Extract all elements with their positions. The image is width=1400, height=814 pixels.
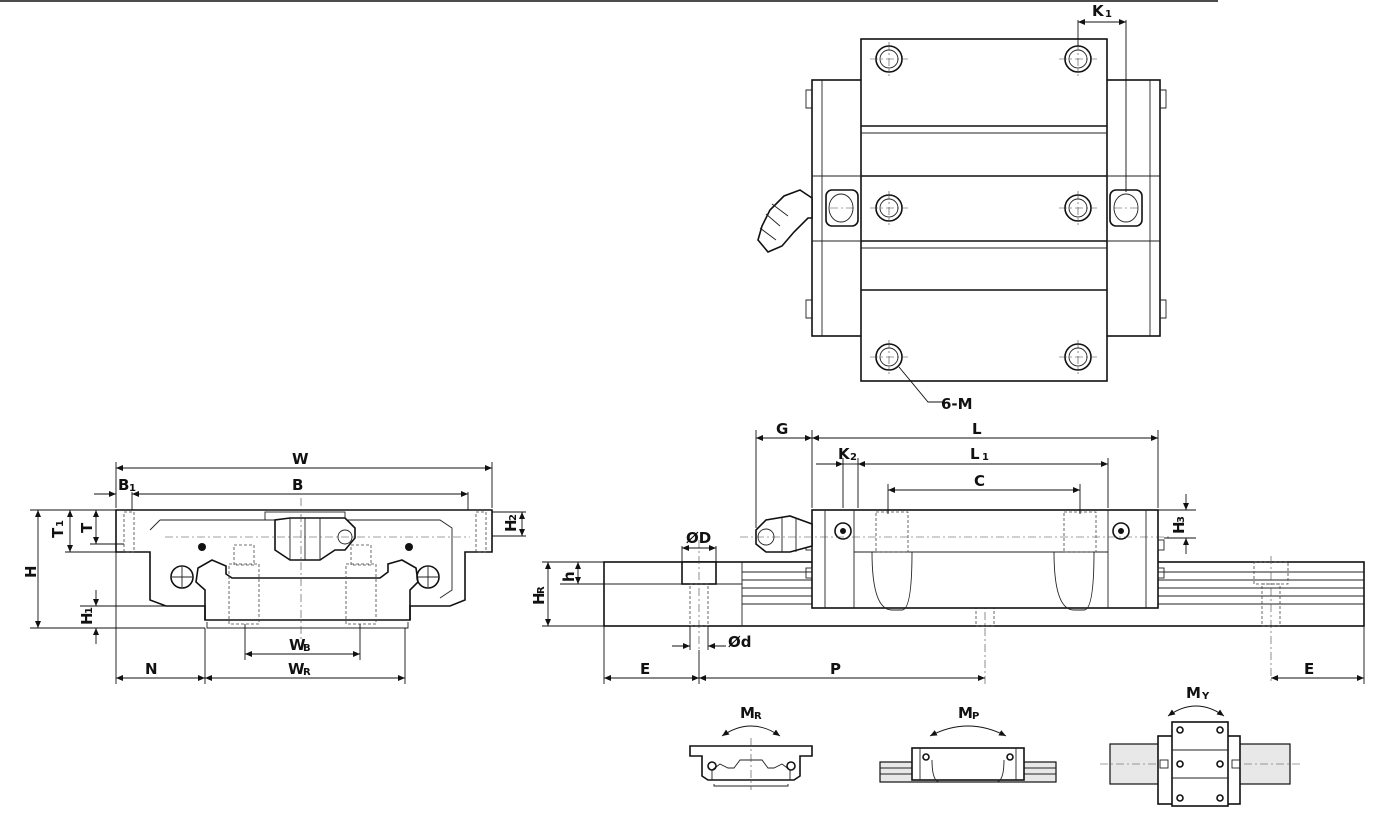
- od-small-label: Ød: [728, 633, 752, 651]
- moment-mr-diagram: M R: [689, 704, 813, 790]
- mp-label: M: [958, 704, 973, 722]
- side-view: G L K 2 L 1 C H 3 ØD h: [530, 420, 1365, 684]
- grease-nipple-top: [757, 189, 813, 253]
- k1-label: K: [1092, 2, 1105, 20]
- h2-subscript: 2: [508, 514, 519, 521]
- mp-subscript: P: [972, 711, 979, 722]
- l1-label: L: [970, 445, 980, 463]
- wb-label: W: [289, 636, 306, 654]
- h2-label: H: [502, 519, 520, 532]
- hr-label: H: [530, 592, 548, 605]
- od-label: ØD: [686, 529, 711, 547]
- l-label: L: [972, 420, 982, 438]
- c-label: C: [974, 472, 985, 490]
- k2-subscript: 2: [850, 452, 857, 463]
- my-subscript: Y: [1201, 691, 1210, 702]
- k1-subscript: 1: [1105, 9, 1112, 20]
- b1-label: B: [118, 476, 129, 494]
- p-label: P: [830, 660, 841, 678]
- n-label: N: [145, 660, 158, 678]
- e-left-label: E: [640, 660, 650, 678]
- b-label: B: [292, 476, 303, 494]
- moment-mp-diagram: M P: [879, 704, 1057, 783]
- mr-label: M: [740, 704, 755, 722]
- hr-subscript: R: [536, 586, 547, 594]
- six-m-label: 6-M: [941, 395, 973, 413]
- top-view: K 1 6-M: [757, 2, 1167, 413]
- b1-subscript: 1: [129, 483, 136, 494]
- h-label: H: [22, 565, 40, 578]
- t1-subscript: 1: [55, 520, 66, 527]
- t-label: T: [78, 522, 96, 533]
- w-label: W: [292, 450, 309, 468]
- moment-my-diagram: M Y: [1100, 684, 1300, 807]
- wb-subscript: B: [303, 643, 311, 654]
- end-view: W B B 1 H T 1 T H 2 H 1: [22, 450, 526, 684]
- h3-subscript: 3: [1176, 516, 1187, 523]
- grease-nipple-side: [755, 515, 813, 553]
- mr-subscript: R: [754, 711, 762, 722]
- k2-label: K: [838, 445, 851, 463]
- l1-subscript: 1: [982, 452, 989, 463]
- side-view-block: [811, 509, 1159, 609]
- h-small-label: h: [560, 571, 578, 582]
- t1-label: T: [49, 527, 67, 538]
- grease-nipple-end: [274, 517, 356, 561]
- wr-subscript: R: [303, 667, 311, 678]
- e-right-label: E: [1304, 660, 1314, 678]
- h3-label: H: [1170, 521, 1188, 534]
- my-label: M: [1186, 684, 1201, 702]
- h1-label: H: [78, 612, 96, 625]
- h1-subscript: 1: [84, 607, 95, 614]
- g-label: G: [776, 420, 788, 438]
- wr-label: W: [288, 660, 305, 678]
